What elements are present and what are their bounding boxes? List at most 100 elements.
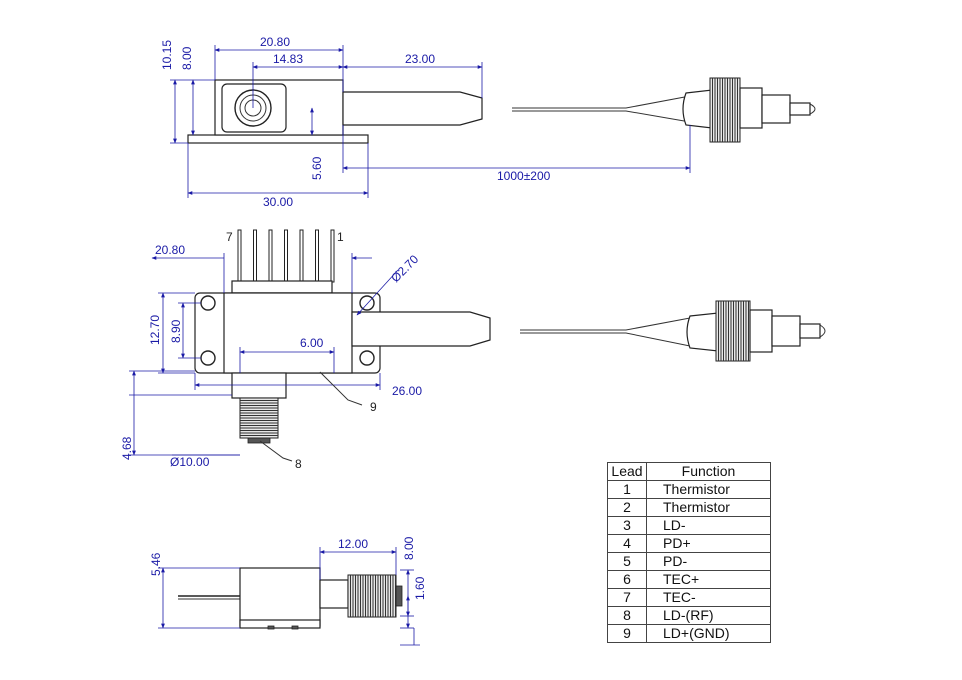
mount-hole-tr <box>359 295 375 311</box>
lead-number: 1 <box>607 480 647 499</box>
front-ferrule-tip <box>799 323 821 339</box>
front-knurl-lines <box>718 301 749 361</box>
top-ferrule-end <box>809 103 816 115</box>
lead-number: 8 <box>607 606 647 625</box>
callout-rf-pin: 8 <box>295 457 302 471</box>
dim-height-holes: 8.90 <box>169 319 183 343</box>
front-view: 7 1 20.80 Ø2.70 12.70 8.90 6.00 26.00 4.… <box>120 229 826 471</box>
dim-width-body: 20.80 <box>260 35 290 49</box>
top-ferrule-body <box>739 87 763 129</box>
lead-pin <box>253 229 257 283</box>
lead-pin <box>284 229 288 283</box>
dim-connector-diameter: Ø10.00 <box>170 455 210 469</box>
dim-flange-width: 26.00 <box>392 384 422 398</box>
top-lens-housing <box>221 83 287 133</box>
top-snout <box>342 91 483 126</box>
dim-height-total: 10.15 <box>160 40 174 70</box>
side-view: 5.46 12.00 8.00 1.60 <box>149 536 427 646</box>
lead-pin <box>268 229 273 283</box>
dim-rf-offset: 6.00 <box>300 336 324 350</box>
side-connector-base <box>319 579 349 609</box>
front-ferrule-sleeve <box>771 315 801 347</box>
callout-case: 9 <box>370 400 377 414</box>
pin-label-right: 1 <box>337 230 344 244</box>
lead-pins <box>237 229 335 283</box>
dim-side-height-left: 5.46 <box>149 552 163 576</box>
dim-axis-offset: 14.83 <box>273 52 303 66</box>
table-header-row: Lead Function <box>607 462 771 481</box>
side-base <box>239 619 321 629</box>
callout-leader-8 <box>259 440 293 462</box>
top-view: 10.15 8.00 20.80 14.83 23.00 5.60 1000±2… <box>160 35 816 209</box>
lead-pin <box>237 229 242 283</box>
front-snout <box>351 311 491 347</box>
lead-function: PD- <box>646 552 771 571</box>
dim-side-height-bottom: 1.60 <box>413 576 427 600</box>
mount-hole-br <box>359 350 375 366</box>
side-connector-tip <box>395 585 403 607</box>
dim-fiber-length: 1000±200 <box>497 169 551 183</box>
front-ferrule-body <box>749 309 773 353</box>
rf-connector-tip <box>247 437 271 444</box>
pin-label-left: 7 <box>226 230 233 244</box>
top-fiber <box>512 95 691 123</box>
lead-function: LD- <box>646 516 771 535</box>
lead-pin <box>315 229 319 283</box>
lead-function: Thermistor <box>646 498 771 517</box>
top-connector-boot <box>682 89 713 129</box>
lead-pin <box>299 229 304 283</box>
front-fiber <box>520 317 691 347</box>
lead-number: 2 <box>607 498 647 517</box>
header-function: Function <box>646 462 771 481</box>
dim-height-body: 8.00 <box>180 46 194 70</box>
lead-function: PD+ <box>646 534 771 553</box>
top-ferrule-sleeve <box>761 94 791 124</box>
lead-function: TEC+ <box>646 570 771 589</box>
front-connector-boot <box>686 312 719 352</box>
lead-pin <box>330 229 335 283</box>
side-body <box>239 567 321 627</box>
lead-number: 4 <box>607 534 647 553</box>
pin-header <box>231 280 333 294</box>
top-ferrule-tip <box>789 102 811 116</box>
top-knurl-lines <box>712 78 738 142</box>
rf-thread-lines <box>240 400 278 436</box>
dim-base-width: 30.00 <box>263 195 293 209</box>
lead-number: 9 <box>607 624 647 643</box>
dim-height-flange: 12.70 <box>148 315 162 345</box>
side-thread-lines <box>350 575 396 617</box>
lead-number: 7 <box>607 588 647 607</box>
dim-overall-height: 4.68 <box>120 436 134 460</box>
front-ferrule-end <box>819 324 826 338</box>
dim-base-offset: 5.60 <box>310 156 324 180</box>
lead-function: TEC- <box>646 588 771 607</box>
top-base-plate <box>187 134 369 144</box>
lead-function: LD+(GND) <box>646 624 771 643</box>
dim-side-height-top: 8.00 <box>402 536 416 560</box>
dim-hole-diameter: Ø2.70 <box>388 252 421 285</box>
header-lead: Lead <box>607 462 647 481</box>
lead-function: Thermistor <box>646 480 771 499</box>
rf-connector-base <box>231 372 287 399</box>
front-body <box>223 292 353 374</box>
callout-leader-9 <box>319 371 363 406</box>
lead-number: 6 <box>607 570 647 589</box>
dim-connector-length: 12.00 <box>338 537 368 551</box>
lead-number: 3 <box>607 516 647 535</box>
dim-snout-length: 23.00 <box>405 52 435 66</box>
lead-number: 5 <box>607 552 647 571</box>
dim-front-width-body: 20.80 <box>155 243 185 257</box>
lead-function: LD-(RF) <box>646 606 771 625</box>
